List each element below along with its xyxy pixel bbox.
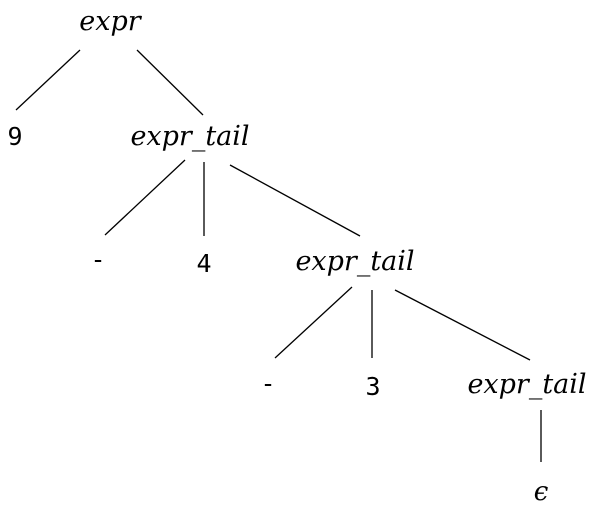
node-digit-3: 3: [365, 372, 380, 401]
node-expr-root: expr: [79, 6, 142, 37]
edge-expr-tail1: [136, 49, 204, 116]
node-digit-9: 9: [7, 122, 22, 151]
edge-tail1-tail2: [229, 164, 361, 237]
edge-tail1-minus: [104, 159, 186, 236]
edge-tail2-minus: [274, 286, 353, 359]
node-epsilon: ϵ: [534, 477, 549, 507]
node-minus-1: -: [90, 245, 105, 274]
node-digit-4: 4: [196, 249, 211, 278]
edge-expr-9: [15, 49, 81, 111]
node-minus-2: -: [260, 369, 275, 398]
edge-tail2-tail3: [394, 289, 531, 361]
node-expr-tail-1: expr_tail: [130, 121, 249, 152]
node-expr-tail-2: expr_tail: [295, 246, 414, 277]
node-expr-tail-3: expr_tail: [467, 369, 586, 400]
